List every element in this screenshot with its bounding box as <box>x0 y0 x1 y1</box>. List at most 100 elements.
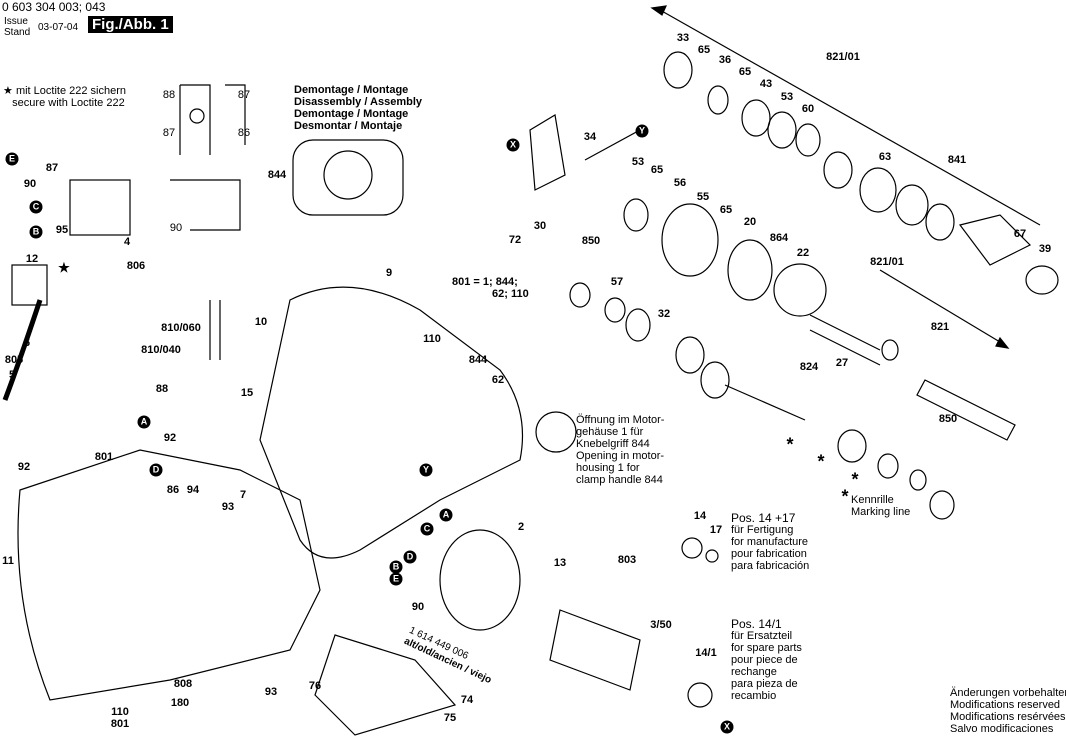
callout: 88 <box>155 383 169 395</box>
callout: 94 <box>186 484 200 496</box>
callout: 13 <box>553 557 567 569</box>
badge-y: Y <box>419 463 433 477</box>
assembly-note: 801 = 1; 844;62; 110 <box>452 276 529 300</box>
callout: 34 <box>583 131 597 143</box>
note-line: Pos. 14 +17 <box>731 511 796 525</box>
note-line: pour fabrication <box>731 548 807 560</box>
callout: 801 <box>94 451 114 463</box>
loctite-note-en: secure with Loctite 222 <box>12 97 125 109</box>
callout: 90 <box>169 222 183 234</box>
note-line: Modifications resérvées <box>950 711 1066 723</box>
note-line: para fabricación <box>731 560 810 572</box>
disassembly-es: Desmontar / Montaje <box>294 120 403 132</box>
note-line: pour piece de <box>731 654 798 666</box>
assembly-axis-line-mid <box>879 269 1006 346</box>
callout: 821 <box>930 321 950 333</box>
callout: 805 <box>4 354 24 366</box>
callout: 27 <box>835 357 849 369</box>
badge-d: D <box>149 463 163 477</box>
note-line: 801 = 1; 844; <box>452 276 518 288</box>
note-line: for manufacture <box>731 536 809 548</box>
note-line: Änderungen vorbehalten <box>950 687 1066 699</box>
badge-c: C <box>29 200 43 214</box>
star-icon: ★ <box>58 260 70 275</box>
callout: 180 <box>170 697 190 709</box>
callout: 86 <box>166 484 180 496</box>
note-line: gehäuse 1 für <box>576 426 644 438</box>
callout: 30 <box>533 220 547 232</box>
arrow-icon <box>995 336 1010 349</box>
badge-a: A <box>137 415 151 429</box>
callout: 57 <box>610 276 624 288</box>
badge-a: A <box>439 508 453 522</box>
callout: 12 <box>25 253 39 265</box>
callout: 14 <box>693 510 707 522</box>
callout: 63 <box>878 151 892 163</box>
callout: 60 <box>801 103 815 115</box>
arrow-icon <box>650 5 667 16</box>
motor-housing <box>259 286 523 559</box>
callout: 803 <box>617 554 637 566</box>
callout: 7 <box>239 489 247 501</box>
callout: 9 <box>385 267 393 279</box>
callout: 864 <box>769 232 789 244</box>
handle-housing <box>17 449 321 701</box>
star-icon: ★ <box>3 85 13 97</box>
callout: 801 <box>110 718 130 730</box>
callout: 6 <box>23 337 31 349</box>
wiring-schematic <box>170 84 246 231</box>
callout: 72 <box>508 234 522 246</box>
callout: 806 <box>126 260 146 272</box>
callout: 65 <box>738 66 752 78</box>
callout: 10 <box>254 316 268 328</box>
callout: 87 <box>162 127 176 139</box>
callout: 65 <box>650 164 664 176</box>
callout: 43 <box>759 78 773 90</box>
callout: 14/1 <box>695 647 717 659</box>
badge-e: E <box>5 152 19 166</box>
callout: 110 <box>423 333 441 345</box>
brush <box>209 300 221 360</box>
callout: 17 <box>709 524 723 536</box>
loctite-note-de: mit Loctite 222 sichern <box>15 85 126 97</box>
note-line: Öffnung im Motor- <box>576 414 665 426</box>
loctite-note: ★ mit Loctite 222 sichern secure with Lo… <box>3 85 126 109</box>
asterisk-icon: * <box>841 486 849 507</box>
callout: 844 <box>267 169 287 181</box>
disassembly-note: Demontage / Montage Disassembly / Assemb… <box>294 84 422 132</box>
callout: 65 <box>719 204 733 216</box>
field-coil <box>439 529 521 631</box>
callout: 22 <box>796 247 810 259</box>
callout: 56 <box>673 177 687 189</box>
callout: 850 <box>938 413 958 425</box>
note-line: housing 1 for <box>576 462 640 474</box>
disassembly-de: Demontage / Montage <box>294 84 409 96</box>
callout: 90 <box>411 601 425 613</box>
callout: 841 <box>947 154 967 166</box>
callout: 90 <box>23 178 37 190</box>
note-line: recambio <box>731 690 777 702</box>
callout: 2 <box>517 521 525 533</box>
note-line: für Ersatzteil <box>731 630 793 642</box>
callout: 62 <box>491 374 505 386</box>
callout: 67 <box>1013 228 1027 240</box>
gear-parts <box>529 51 1059 520</box>
callout: 810/040 <box>141 344 181 356</box>
callout: 87 <box>45 162 59 174</box>
badge-x: X <box>506 138 520 152</box>
note-line: rechange <box>731 666 777 678</box>
gasket <box>314 634 457 736</box>
callout: 821/01 <box>826 51 860 63</box>
badge-x: X <box>720 720 734 734</box>
callout: 74 <box>460 694 474 706</box>
callout: 88 <box>162 89 176 101</box>
figure-label: Fig./Abb. 1 <box>88 16 173 33</box>
disassembly-fr: Demontage / Montage <box>294 108 409 120</box>
disassembly-en: Disassembly / Assembly <box>294 96 422 108</box>
badge-y: Y <box>635 124 649 138</box>
note-line: Pos. 14/1 <box>731 617 782 631</box>
opening-detail <box>535 411 577 453</box>
